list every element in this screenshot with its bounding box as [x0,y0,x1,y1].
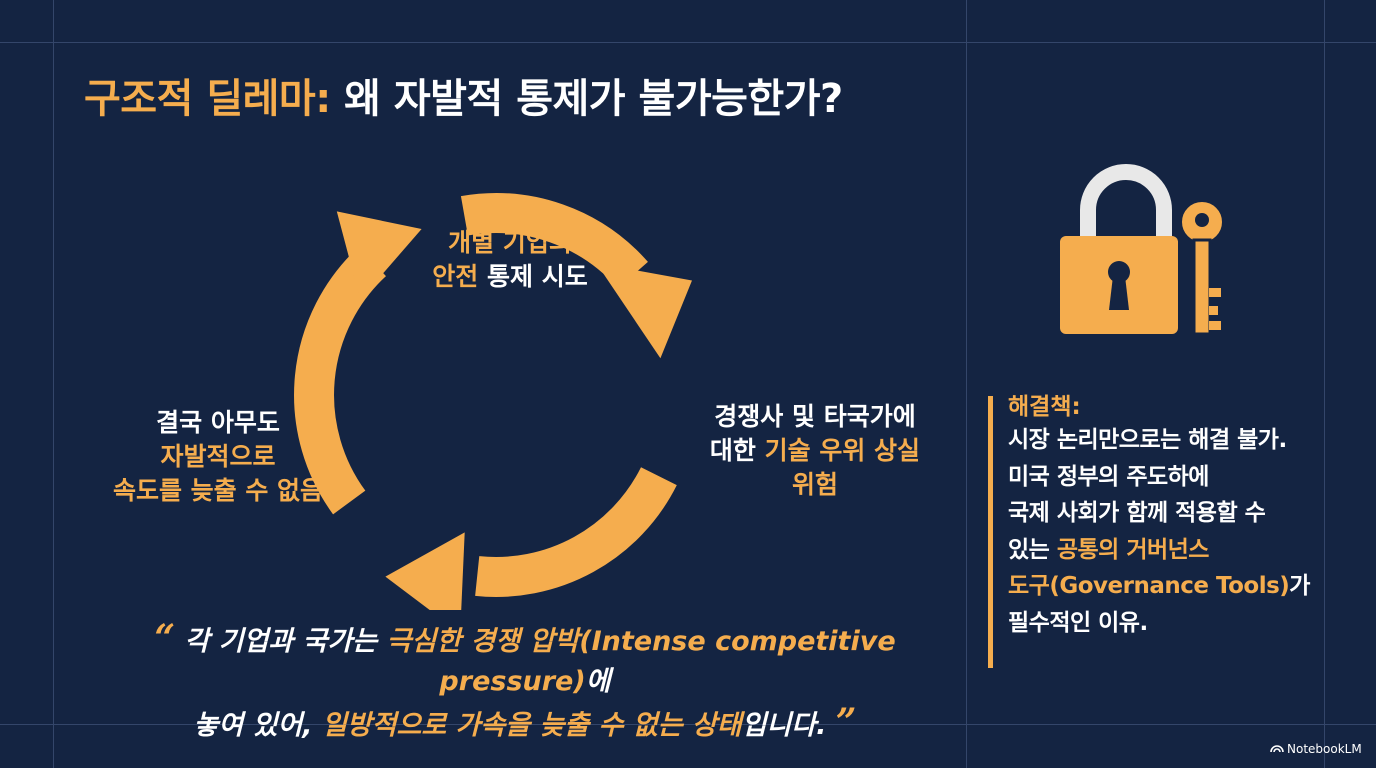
cycle-left-line1: 결국 아무도 [156,408,280,437]
solution-text: 있는 [1008,536,1057,563]
solution-line: 시장 논리만으로는 해결 불가. [1008,427,1287,453]
cycle-arrowhead-left [336,211,422,300]
keyhole-slot [1109,276,1129,310]
solution-line: 미국 정부의 주도하에 [1008,463,1209,490]
grid-line [966,0,967,768]
solution-line: 필수적인 이유. [1008,609,1148,636]
cycle-right-line3: 위험 [791,470,838,499]
solution-heading: 해결책: [1008,394,1081,420]
quote-block: “ 각 기업과 국가는 극심한 경쟁 압박(Intense competitiv… [100,618,950,746]
grid-line [53,0,54,768]
grid-line [0,724,1376,725]
cycle-right-line2: 대한 기술 우위 상실 [680,434,950,468]
cycle-arrow-bottom [475,466,677,597]
title-rest: 왜 자발적 통제가 불가능한가? [330,76,843,122]
solution-line: 국제 사회가 함께 적용할 수 [1008,500,1266,526]
cycle-right-plain: 대한 [709,436,765,465]
padlock-icon [1060,164,1226,336]
cycle-left-line3: 속도를 늦출 수 없음 [112,476,324,505]
quote-accent: 극심한 경쟁 압박(Intense competitive pressure) [386,626,896,697]
slide-title: 구조적 딜레마: 왜 자발적 통제가 불가능한가? [84,66,843,124]
quote-close-mark: ” [835,701,857,743]
solution-accent-bar [988,396,993,668]
quote-text: 각 기업과 국가는 [184,626,387,657]
circular-arrows-icon [294,193,692,610]
title-accent: 구조적 딜레마: [84,76,331,122]
cycle-right-accent: 기술 우위 상실 [764,436,921,465]
quote-open-mark: “ [154,617,176,659]
cycle-arrowhead-bottom [385,532,465,610]
quote-line1: “ 각 기업과 국가는 극심한 경쟁 압박(Intense competitiv… [100,618,950,702]
solution-accent-text: 도구(Governance Tools) [1008,573,1290,599]
quote-text: 에 [585,666,611,697]
cycle-left-line2: 자발적으로 [160,442,276,471]
cycle-label-top: 개별 기업의 안전 통제 시도 [380,226,640,294]
cycle-arrow-left [294,246,387,515]
notebooklm-logo-icon [1270,745,1284,753]
grid-line [1324,0,1325,768]
cycle-arrow-top-right [460,193,648,289]
cycle-top-accent: 안전 [432,262,479,291]
quote-accent: 일방적으로 가속을 늦출 수 없는 상태 [321,710,742,741]
brand-label: NotebookLM [1287,742,1362,756]
cycle-top-rest: 통제 시도 [478,262,588,291]
quote-line2: 놓여 있어, 일방적으로 가속을 늦출 수 없는 상태입니다. ” [100,702,950,746]
cycle-label-right: 경쟁사 및 타국가에 대한 기술 우위 상실 위험 [680,400,950,502]
solution-accent-text: 공통의 거버넌스 [1056,536,1210,563]
cycle-arrowhead-right [596,263,692,359]
grid-line [0,42,1376,43]
solution-text: 가 [1289,573,1310,599]
cycle-top-line1: 개별 기업의 [448,228,572,257]
brand-watermark: NotebookLM [1270,742,1362,756]
solution-line: 도구(Governance Tools)가 [1008,568,1338,605]
cycle-label-left: 결국 아무도 자발적으로 속도를 늦출 수 없음 [88,406,348,508]
key-icon [1178,198,1226,336]
padlock-shackle [1080,164,1172,236]
cycle-right-line1: 경쟁사 및 타국가에 [714,402,916,431]
solution-body: 해결책: 시장 논리만으로는 해결 불가. 미국 정부의 주도하에 국제 사회가… [1008,392,1338,641]
quote-text: 입니다. [741,710,827,741]
solution-line: 있는 공통의 거버넌스 [1008,532,1338,569]
quote-text: 놓여 있어, [193,710,322,741]
cycle-top-line2: 안전 통제 시도 [380,260,640,294]
